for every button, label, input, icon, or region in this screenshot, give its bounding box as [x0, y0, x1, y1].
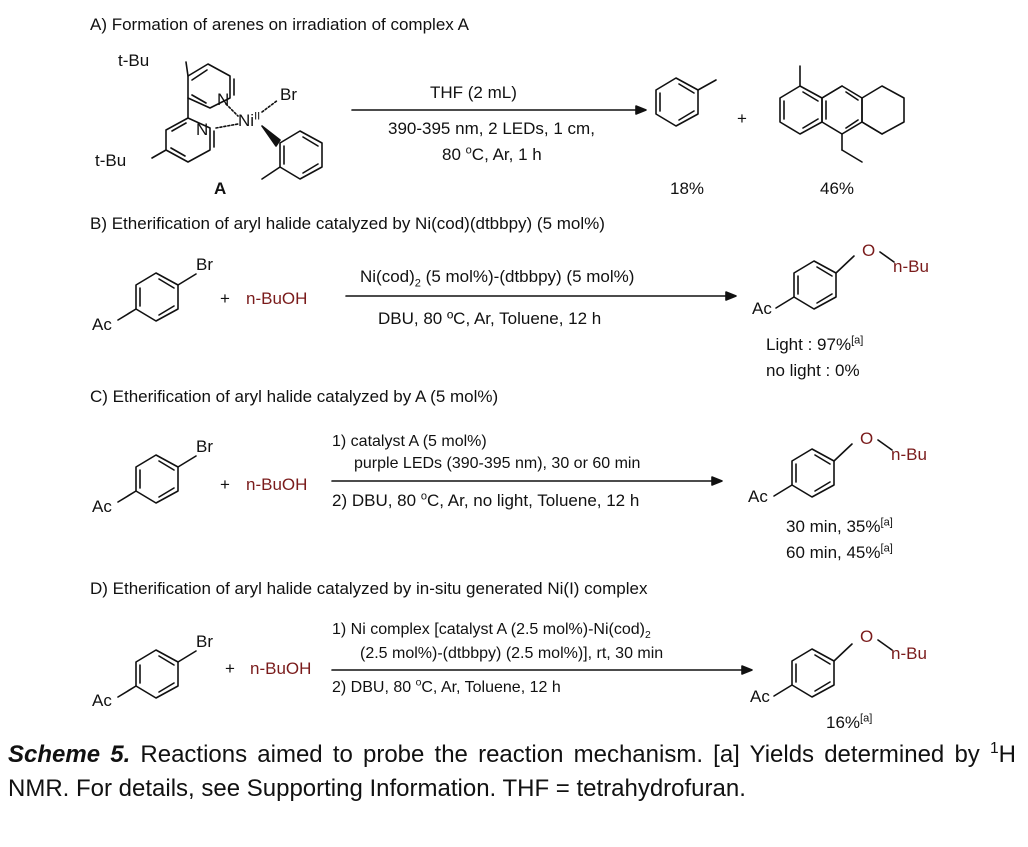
yield-toluene: 18% [670, 179, 705, 198]
nbuoh-d: n-BuOH [250, 659, 312, 678]
acetyl-label-b: Ac [92, 315, 112, 334]
plus-a: + [737, 109, 747, 128]
condition-a-2: 390-395 nm, 2 LEDs, 1 cm, [388, 119, 595, 138]
aryl-ether-b [775, 251, 895, 310]
nbu-label-d: n-Bu [891, 644, 927, 663]
acetyl-product-d: Ac [750, 687, 770, 706]
condition-b-2: DBU, 80 ºC, Ar, Toluene, 12 h [378, 309, 602, 328]
ether-oxygen-b: O [862, 241, 876, 260]
condition-d-3: 2) DBU, 80 oC, Ar, Toluene, 12 h [332, 677, 561, 696]
panel-a-title: A) Formation of arenes on irradiation of… [90, 15, 469, 34]
nbu-label-b: n-Bu [893, 257, 929, 276]
yield-d: 16%[a] [826, 712, 873, 732]
bromide-label-a: Br [280, 85, 297, 104]
condition-a-1: THF (2 mL) [430, 83, 517, 102]
tbu-label-upper: t-Bu [118, 51, 150, 70]
condition-c-1: 1) catalyst A (5 mol%) [332, 433, 487, 450]
bromide-label-b: Br [196, 255, 213, 274]
yield-light: Light : 97%[a] [766, 334, 864, 354]
ether-oxygen-c: O [860, 429, 874, 448]
bromide-label-d: Br [196, 632, 213, 651]
pyridine-n-lower: N [196, 120, 209, 139]
condition-c-2: purple LEDs (390-395 nm), 30 or 60 min [354, 455, 641, 472]
condition-a-3: 80 oC, Ar, 1 h [442, 144, 542, 164]
panel-b-title: B) Etherification of aryl halide catalyz… [90, 214, 605, 233]
condition-b-1: Ni(cod)2 (5 mol%)-(dtbbpy) (5 mol%) [360, 267, 635, 290]
complex-a-label: A [214, 179, 227, 198]
nbu-label-c: n-Bu [891, 445, 927, 464]
yield-no-light: no light : 0% [766, 361, 860, 380]
scheme-caption: Scheme 5. Reactions aimed to probe the r… [8, 740, 1016, 802]
aryl-bromide-d [117, 649, 197, 699]
panel-c-title: C) Etherification of aryl halide catalyz… [90, 387, 499, 406]
pyridine-n-upper: N [217, 90, 230, 109]
condition-d-1: 1) Ni complex [catalyst A (2.5 mol%)-Ni(… [332, 621, 651, 642]
acetyl-product-b: Ac [752, 299, 772, 318]
bromide-label-c: Br [196, 437, 213, 456]
aryl-bromide-c [117, 454, 197, 504]
yield-60-min: 60 min, 45%[a] [786, 542, 893, 562]
aryl-bromide-b [117, 272, 197, 322]
condition-c-3: 2) DBU, 80 oC, Ar, no light, Toluene, 12… [332, 490, 640, 510]
acetyl-label-c: Ac [92, 497, 112, 516]
nbuoh-c: n-BuOH [246, 475, 308, 494]
caption-lead: Scheme 5. [8, 741, 131, 768]
tbu-label-lower: t-Bu [95, 151, 127, 170]
plus-d: + [225, 659, 235, 678]
plus-b: + [220, 289, 230, 308]
toluene-structure [655, 77, 717, 127]
yield-biphenyl: 46% [820, 179, 855, 198]
panel-d-title: D) Etherification of aryl halide catalyz… [90, 579, 648, 598]
acetyl-label-d: Ac [92, 691, 112, 710]
dimethylbiphenyl-structure [779, 65, 905, 163]
yield-30-min: 30 min, 35%[a] [786, 516, 893, 536]
aryl-ether-d [773, 639, 893, 698]
condition-d-2: (2.5 mol%)-(dtbbpy) (2.5 mol%)], rt, 30 … [360, 645, 664, 662]
acetyl-product-c: Ac [748, 487, 768, 506]
ether-oxygen-d: O [860, 627, 874, 646]
nbuoh-b: n-BuOH [246, 289, 308, 308]
complex-a-structure [151, 61, 323, 180]
plus-c: + [220, 475, 230, 494]
nickel-label: NiII [238, 110, 261, 130]
aryl-ether-c [773, 439, 893, 498]
